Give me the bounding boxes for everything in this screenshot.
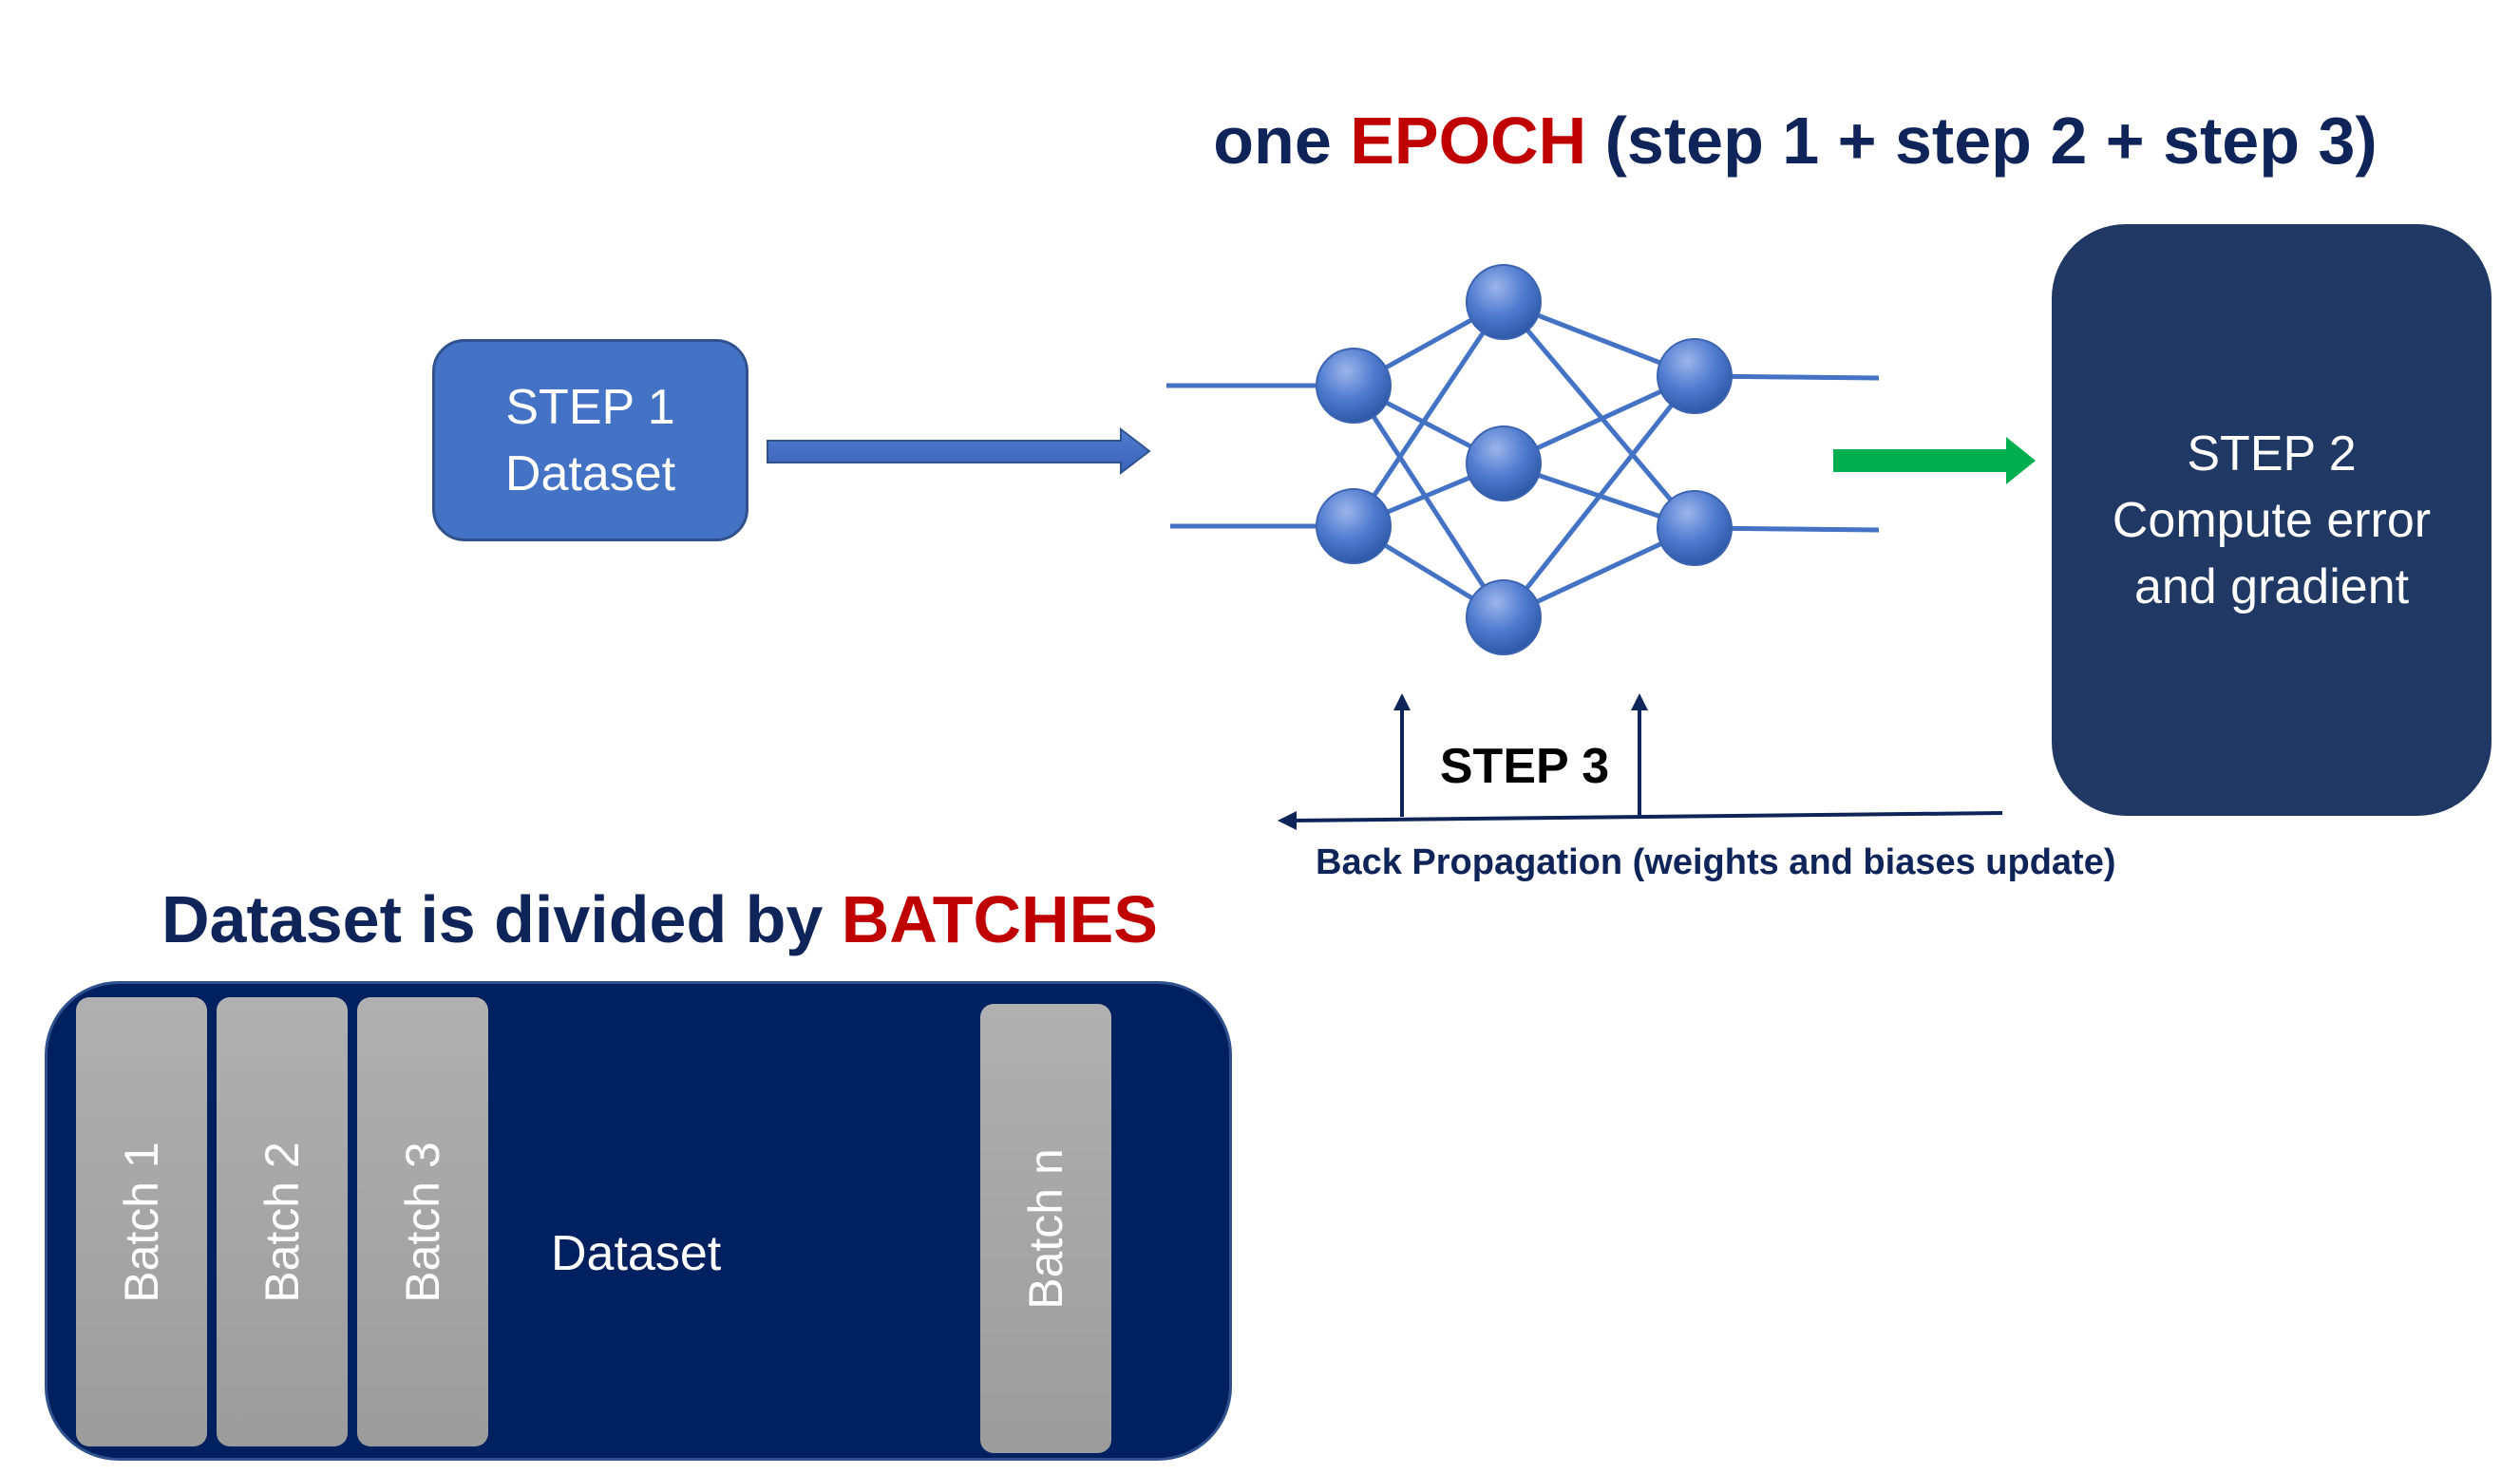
batches-title-highlight: BATCHES: [841, 882, 1158, 956]
step1-to-network-arrow: [767, 426, 1151, 476]
step2-line3: and gradient: [2133, 558, 2410, 614]
step1-subtitle: Dataset: [504, 445, 676, 501]
epoch-title: one EPOCH (step 1 + step 2 + step 3): [1140, 103, 2451, 179]
step2-box: STEP 2 Compute error and gradient: [2052, 224, 2492, 816]
batch-3: Batch 3: [357, 997, 488, 1446]
forward-arrow: [1833, 437, 2036, 484]
step1-title: STEP 1: [505, 379, 675, 435]
backprop-arrows: [1278, 693, 2003, 830]
batches-title: Dataset is divided by BATCHES: [161, 881, 1158, 957]
step1-box: STEP 1 Dataset: [432, 339, 748, 541]
batch-2-label: Batch 2: [256, 1141, 309, 1303]
step3-label: STEP 3: [1439, 739, 1610, 794]
epoch-title-suffix: (step 1 + step 2 + step 3): [1586, 104, 2378, 178]
batches-title-prefix: Dataset is divided by: [161, 882, 842, 956]
batch-n: Batch n: [980, 1004, 1111, 1453]
batch-n-label: Batch n: [1019, 1147, 1072, 1310]
network-nodes: [1316, 264, 1733, 655]
batch-2: Batch 2: [217, 997, 348, 1446]
batch-3-label: Batch 3: [396, 1141, 449, 1303]
step2-line2: Compute error: [2112, 492, 2432, 548]
batch-1-label: Batch 1: [115, 1141, 168, 1303]
batch-1: Batch 1: [76, 997, 207, 1446]
backprop-description: Back Propagation (weights and biases upd…: [1316, 842, 2116, 882]
epoch-title-prefix: one: [1213, 104, 1351, 178]
step2-title: STEP 2: [2187, 425, 2357, 482]
epoch-title-highlight: EPOCH: [1350, 104, 1587, 178]
dataset-label: Dataset: [551, 1226, 722, 1281]
